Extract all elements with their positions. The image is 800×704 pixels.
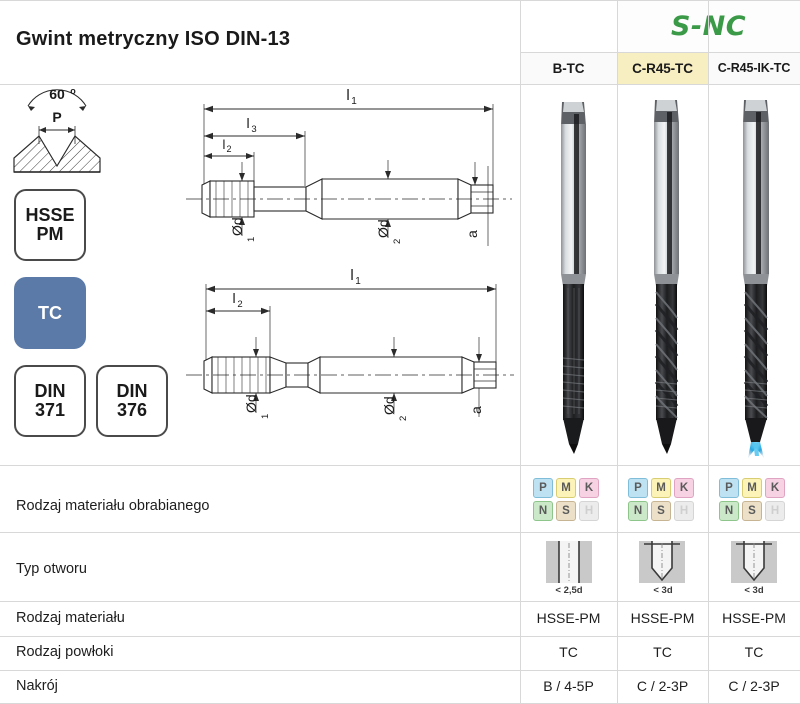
svg-text:Ød: Ød [243, 394, 259, 413]
row-label-material-group: Rodzaj materiału obrabianego [16, 498, 210, 514]
column-header-c-r45-ik-tc[interactable]: C-R45-IK-TC [717, 61, 791, 75]
technical-drawing-din-376: l 1 l 2 Ød 1 Ød 2 a [180, 262, 520, 438]
product-image-b-tc[interactable] [528, 96, 618, 460]
material-group-P[interactable]: P [628, 478, 648, 498]
cell-chamfer-1: B / 4-5P [543, 678, 594, 694]
svg-text:1: 1 [260, 414, 271, 419]
row-label-coating: Rodzaj powłoki [16, 644, 114, 660]
cell-coating-2: TC [653, 644, 672, 660]
cell-material-3: HSSE-PM [722, 610, 786, 626]
svg-text:1: 1 [246, 237, 257, 242]
svg-text:3: 3 [251, 124, 256, 135]
svg-text:l: l [350, 267, 353, 284]
badge-din-371[interactable]: DIN 371 [14, 365, 86, 437]
badge-din-371-line2: 371 [34, 400, 66, 420]
svg-text:l: l [346, 87, 349, 104]
badge-tc-label: TC [38, 302, 62, 323]
product-image-c-r45-ik-tc[interactable] [712, 96, 800, 460]
material-group-N[interactable]: N [628, 501, 648, 521]
page-title: Gwint metryczny ISO DIN-13 [16, 28, 291, 50]
svg-text:l: l [246, 115, 249, 131]
badge-din-376-line2: 376 [116, 400, 148, 420]
svg-text:2: 2 [226, 144, 231, 154]
material-group-S[interactable]: S [556, 501, 576, 521]
material-group-H-disabled: H [674, 501, 694, 521]
material-group-K[interactable]: K [765, 478, 785, 498]
column-header-c-r45-tc[interactable]: C-R45-TC [617, 52, 708, 84]
svg-text:Ød: Ød [381, 396, 397, 415]
cell-chamfer-3: C / 2-3P [728, 678, 780, 694]
cell-coating-1: TC [559, 644, 578, 660]
badge-hsse-pm-line1: HSSE [25, 205, 75, 226]
row-label-hole-type: Typ otworu [16, 561, 87, 577]
material-group-M[interactable]: M [742, 478, 762, 498]
material-group-N[interactable]: N [719, 501, 739, 521]
cell-material-1: HSSE-PM [536, 610, 601, 626]
row-label-material: Rodzaj materiału [16, 610, 125, 626]
hole-icon-blind-1 [639, 541, 685, 583]
hole-icon-blind-2 [731, 541, 777, 583]
hole-caption-1: < 2,5d [555, 585, 583, 596]
svg-text:60: 60 [49, 86, 65, 102]
svg-text:2: 2 [398, 416, 409, 421]
svg-text:P: P [52, 109, 61, 125]
svg-text:a: a [464, 230, 480, 238]
material-group-H-disabled: H [765, 501, 785, 521]
material-group-S[interactable]: S [742, 501, 762, 521]
hole-caption-3: < 3d [744, 585, 764, 596]
svg-text:Ød: Ød [375, 219, 391, 238]
material-group-K[interactable]: K [674, 478, 694, 498]
cell-coating-3: TC [744, 644, 764, 660]
material-group-P[interactable]: P [533, 478, 553, 498]
thread-profile-diagram: 60 o P [6, 86, 108, 174]
material-matrix-col-1[interactable]: P M K N S H [533, 478, 599, 521]
svg-text:l: l [223, 137, 226, 152]
hole-caption-2: < 3d [653, 585, 673, 596]
material-group-M[interactable]: M [651, 478, 671, 498]
svg-text:l: l [232, 290, 235, 306]
badge-din-376[interactable]: DIN 376 [96, 365, 168, 437]
cell-chamfer-2: C / 2-3P [636, 678, 689, 694]
badge-tc[interactable]: TC [14, 277, 86, 349]
column-header-b-tc[interactable]: B-TC [552, 60, 585, 76]
svg-text:Ød: Ød [229, 217, 245, 236]
svg-text:a: a [468, 406, 484, 414]
svg-text:o: o [70, 86, 76, 96]
badge-hsse-pm-line2: PM [36, 224, 64, 244]
badge-din-376-line1: DIN [116, 381, 148, 402]
material-group-K[interactable]: K [579, 478, 599, 498]
hole-icon-through [546, 541, 592, 583]
material-group-H-disabled: H [579, 501, 599, 521]
badge-hsse-pm[interactable]: HSSE PM [14, 189, 86, 261]
material-group-P[interactable]: P [719, 478, 739, 498]
badge-din-371-line1: DIN [34, 381, 66, 402]
svg-text:1: 1 [351, 96, 357, 107]
product-image-c-r45-tc[interactable] [622, 96, 712, 460]
material-group-S[interactable]: S [651, 501, 671, 521]
coolant-spray-icon [748, 442, 764, 458]
svg-text:1: 1 [355, 276, 361, 287]
material-group-N[interactable]: N [533, 501, 553, 521]
material-group-M[interactable]: M [556, 478, 576, 498]
cell-material-2: HSSE-PM [630, 610, 695, 626]
material-matrix-col-2[interactable]: P M K N S H [628, 478, 694, 521]
technical-drawing-din-371: l 1 l 3 l 2 Ød 1 Ød 2 a [180, 86, 520, 262]
row-label-chamfer: Nakrój [16, 678, 58, 694]
svg-text:2: 2 [237, 299, 242, 310]
svg-text:2: 2 [392, 239, 403, 244]
material-matrix-col-3[interactable]: P M K N S H [719, 478, 785, 521]
